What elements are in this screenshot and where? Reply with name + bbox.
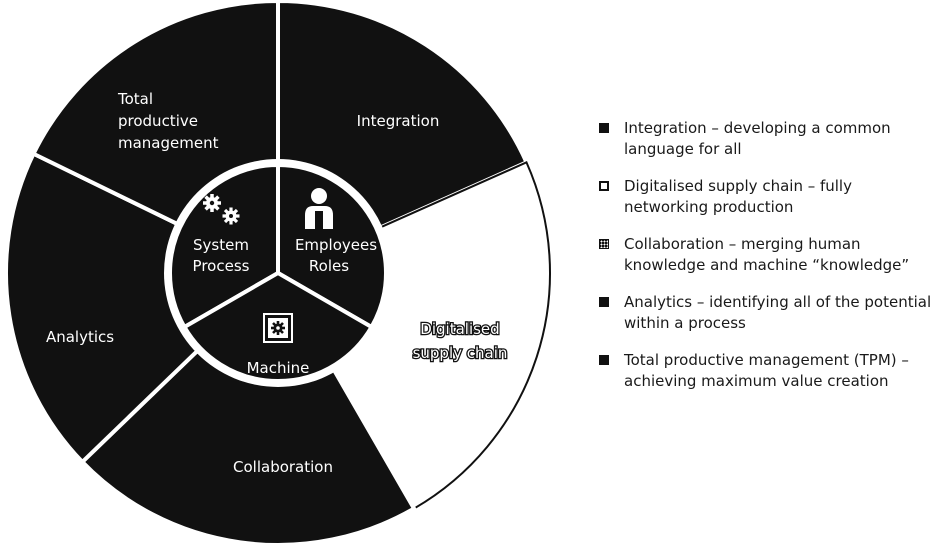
legend-text: Integration – developing a common langua… [624, 119, 891, 158]
legend-item-tpm: Total productive management (TPM) – achi… [598, 350, 938, 392]
legend-text: Collaboration – merging human knowledge … [624, 235, 910, 274]
svg-text:System: System [193, 236, 249, 254]
legend: Integration – developing a common langua… [598, 118, 938, 408]
svg-text:productive: productive [118, 112, 198, 130]
legend-swatch-dark [599, 123, 609, 133]
svg-text:Total: Total [117, 90, 153, 108]
framework-diagram: Integration Digitalised supply chain Col… [4, 0, 551, 546]
legend-text: Analytics – identifying all of the poten… [624, 293, 932, 332]
legend-swatch-dotted [599, 239, 609, 249]
svg-text:management: management [118, 134, 219, 152]
inner-segment-system-process: System Process [193, 194, 250, 275]
segment-label-collaboration: Collaboration [233, 458, 333, 476]
legend-item-integration: Integration – developing a common langua… [598, 118, 938, 160]
legend-swatch-white [599, 181, 609, 191]
legend-text: Digitalised supply chain – fully network… [624, 177, 852, 216]
legend-swatch-dark [599, 355, 609, 365]
legend-text: Total productive management (TPM) – achi… [624, 351, 909, 390]
segment-label-analytics: Analytics [46, 328, 114, 346]
segment-label-total-productive-management: Total productive management [117, 90, 219, 152]
person-icon [305, 188, 333, 229]
svg-text:Digitalised: Digitalised [420, 320, 499, 338]
inner-segment-machine: Machine [247, 313, 310, 377]
svg-text:supply chain: supply chain [413, 344, 508, 362]
legend-item-collaboration: Collaboration – merging human knowledge … [598, 234, 938, 276]
inner-segment-employees-roles: Employees Roles [295, 188, 377, 275]
legend-swatch-dark [599, 297, 609, 307]
segment-label-integration: Integration [357, 112, 440, 130]
inner-ring [164, 159, 392, 387]
legend-item-analytics: Analytics – identifying all of the poten… [598, 292, 938, 334]
machine-gear-icon [263, 313, 293, 343]
legend-item-digitalised-supply-chain: Digitalised supply chain – fully network… [598, 176, 938, 218]
segment-label-digitalised-supply-chain: Digitalised supply chain [411, 319, 508, 364]
svg-text:Process: Process [193, 257, 250, 275]
svg-text:Analytics: Analytics [46, 328, 114, 346]
svg-text:Employees: Employees [295, 236, 377, 254]
svg-text:Roles: Roles [309, 257, 349, 275]
gears-icon [203, 194, 240, 225]
svg-text:Machine: Machine [247, 359, 310, 377]
svg-text:Integration: Integration [357, 112, 440, 130]
svg-text:Collaboration: Collaboration [233, 458, 333, 476]
